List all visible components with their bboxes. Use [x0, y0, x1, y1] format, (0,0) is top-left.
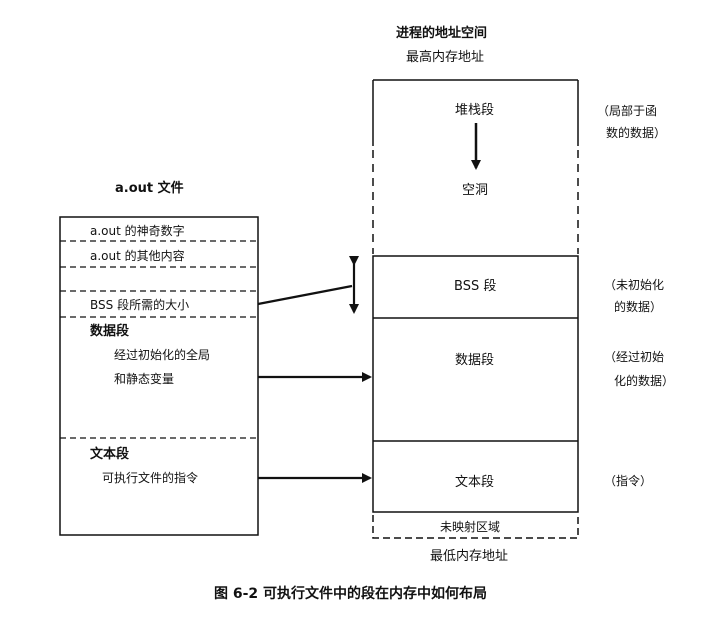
- file-data-desc-2: 和静态变量: [114, 372, 175, 386]
- address-space-title: 进程的地址空间: [396, 26, 488, 41]
- mem-hole-label: 空洞: [462, 183, 489, 198]
- mem-stack-label: 堆栈段: [455, 103, 495, 118]
- file-magic-number: a.out 的神奇数字: [90, 224, 185, 238]
- mem-text-label: 文本段: [455, 475, 495, 490]
- file-data-heading: 数据段: [90, 324, 130, 339]
- mem-bss-label: BSS 段: [454, 279, 497, 294]
- note-stack-1: （局部于函: [597, 104, 658, 118]
- note-bss-1: （未初始化: [604, 278, 665, 292]
- bss-size-connector: [257, 284, 353, 306]
- aout-file-title: a.out 文件: [115, 181, 184, 196]
- figure-caption: 图 6-2 可执行文件中的段在内存中如何布局: [214, 586, 488, 602]
- mem-unmapped-label: 未映射区域: [440, 520, 501, 534]
- file-text-heading: 文本段: [90, 447, 130, 462]
- bottom-address-label: 最低内存地址: [430, 549, 509, 564]
- top-address-label: 最高内存地址: [406, 50, 485, 65]
- file-text-desc: 可执行文件的指令: [102, 471, 199, 485]
- note-stack-2: 数的数据）: [606, 126, 667, 140]
- note-data-2: 化的数据）: [614, 374, 675, 388]
- note-bss-2: 的数据）: [614, 300, 663, 314]
- note-data-1: （经过初始: [604, 350, 665, 364]
- memory-segments-box: [372, 255, 579, 513]
- file-other-contents: a.out 的其他内容: [90, 249, 185, 263]
- note-text-1: （指令）: [604, 474, 653, 488]
- mem-data-label: 数据段: [455, 353, 495, 368]
- file-bss-size: BSS 段所需的大小: [90, 298, 190, 312]
- file-data-desc-1: 经过初始化的全局: [114, 348, 211, 362]
- unmapped-region-dashed: [372, 515, 579, 539]
